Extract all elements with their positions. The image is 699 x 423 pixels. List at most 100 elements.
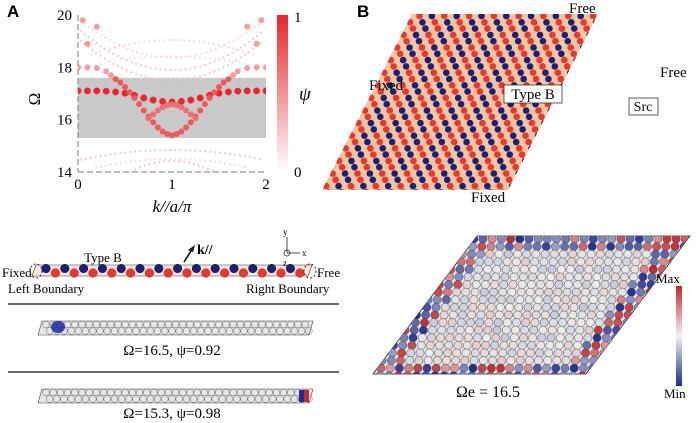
field-cell <box>380 341 389 350</box>
lattice-atom <box>678 120 685 127</box>
lattice-cell <box>132 395 140 403</box>
lattice-atom <box>525 138 532 146</box>
lattice-atom <box>451 113 458 121</box>
lattice-atom <box>511 189 519 190</box>
lattice-atom <box>479 94 487 102</box>
field-cell <box>545 280 555 289</box>
lattice-cell <box>243 320 252 329</box>
lattice-atom <box>391 170 398 177</box>
field-cell <box>414 356 424 365</box>
lattice-cell <box>139 327 147 335</box>
lattice-atom <box>437 189 445 190</box>
field-cell <box>585 257 595 267</box>
lattice-atom <box>385 132 393 139</box>
lattice-atom <box>364 113 372 121</box>
lattice-atom <box>521 157 529 165</box>
lattice-atom <box>372 25 380 32</box>
data-point <box>112 76 119 83</box>
field-cell <box>509 272 519 282</box>
lattice-atom <box>540 145 548 152</box>
field-cell <box>616 295 626 305</box>
field-cell <box>482 333 492 343</box>
lattice-atom <box>302 164 309 171</box>
field-cell <box>568 249 578 259</box>
field-cell <box>662 295 672 305</box>
data-point <box>258 17 265 24</box>
field-cell <box>464 265 474 274</box>
lattice-cell <box>297 327 306 335</box>
lattice-cell <box>211 327 219 335</box>
field-max-label: Max <box>656 271 680 286</box>
lattice-atom <box>416 14 423 20</box>
lattice-atom <box>448 107 456 114</box>
field-cell <box>393 310 403 320</box>
field-map-caption: Ωe = 16.5 <box>456 384 520 401</box>
field-cell <box>660 249 670 259</box>
data-point <box>230 72 237 79</box>
lattice-atom <box>505 176 513 184</box>
lattice-cell <box>74 395 83 403</box>
lattice-atom <box>528 119 536 127</box>
field-cell <box>528 333 538 343</box>
field-cell <box>375 371 385 374</box>
lattice-cell <box>150 388 158 397</box>
field-cell <box>395 295 405 305</box>
lattice-atom <box>600 139 607 146</box>
field-cell <box>530 257 540 267</box>
lattice-cell <box>261 327 270 335</box>
field-cell <box>614 310 624 320</box>
lattice-atom <box>581 126 588 133</box>
field-cell <box>488 356 497 365</box>
lattice-atom <box>691 69 698 76</box>
lattice-cell <box>222 388 230 397</box>
lattice-atom <box>452 37 460 45</box>
lattice-atom <box>688 63 695 70</box>
field-cell <box>426 341 435 350</box>
lattice-atom <box>361 107 369 114</box>
field-cell <box>457 318 466 327</box>
field-cell <box>476 371 486 374</box>
lattice-atom <box>553 119 561 127</box>
field-cell <box>590 348 600 358</box>
lattice-atom <box>564 37 572 45</box>
field-cell <box>451 356 461 365</box>
field-cell <box>623 249 633 259</box>
lattice-atom <box>522 107 530 114</box>
lattice-atom <box>672 82 679 89</box>
lattice-atom <box>531 126 539 133</box>
lattice-atom <box>337 82 344 89</box>
lattice-atom <box>496 50 503 58</box>
lattice-atom <box>339 113 347 121</box>
lattice-atom <box>313 189 320 196</box>
field-cell <box>385 363 395 373</box>
lattice-atom <box>374 107 381 114</box>
lattice-atom <box>497 132 505 139</box>
field-cell <box>491 333 501 343</box>
lattice-atom <box>485 132 492 139</box>
lattice-atom <box>337 56 345 64</box>
y-tick-label: 18 <box>57 60 72 76</box>
lattice-atom <box>606 126 613 133</box>
lattice-atom <box>473 82 481 89</box>
lattice-atom <box>425 189 432 190</box>
ribbon-fixed-label: Fixed <box>2 265 32 280</box>
lattice-atom <box>632 76 639 83</box>
lattice-atom <box>568 151 576 158</box>
data-point <box>263 64 266 71</box>
field-cell <box>605 310 614 320</box>
lattice-atom <box>347 50 354 58</box>
lattice-atom <box>336 132 343 139</box>
lattice-cell <box>168 395 176 403</box>
lattice-cell <box>171 388 180 397</box>
ribbon-atom <box>50 268 60 278</box>
field-cell <box>636 348 646 358</box>
lattice-atom <box>526 63 534 70</box>
field-cell <box>543 356 553 365</box>
lattice-atom <box>359 75 366 83</box>
lattice-atom <box>499 56 506 64</box>
mode-2-caption: Ω=15.3, ψ=0.98 <box>123 406 220 422</box>
field-cell <box>449 371 458 374</box>
lattice-atom <box>455 44 463 51</box>
lattice-atom <box>499 31 507 39</box>
field-cell <box>597 363 607 373</box>
